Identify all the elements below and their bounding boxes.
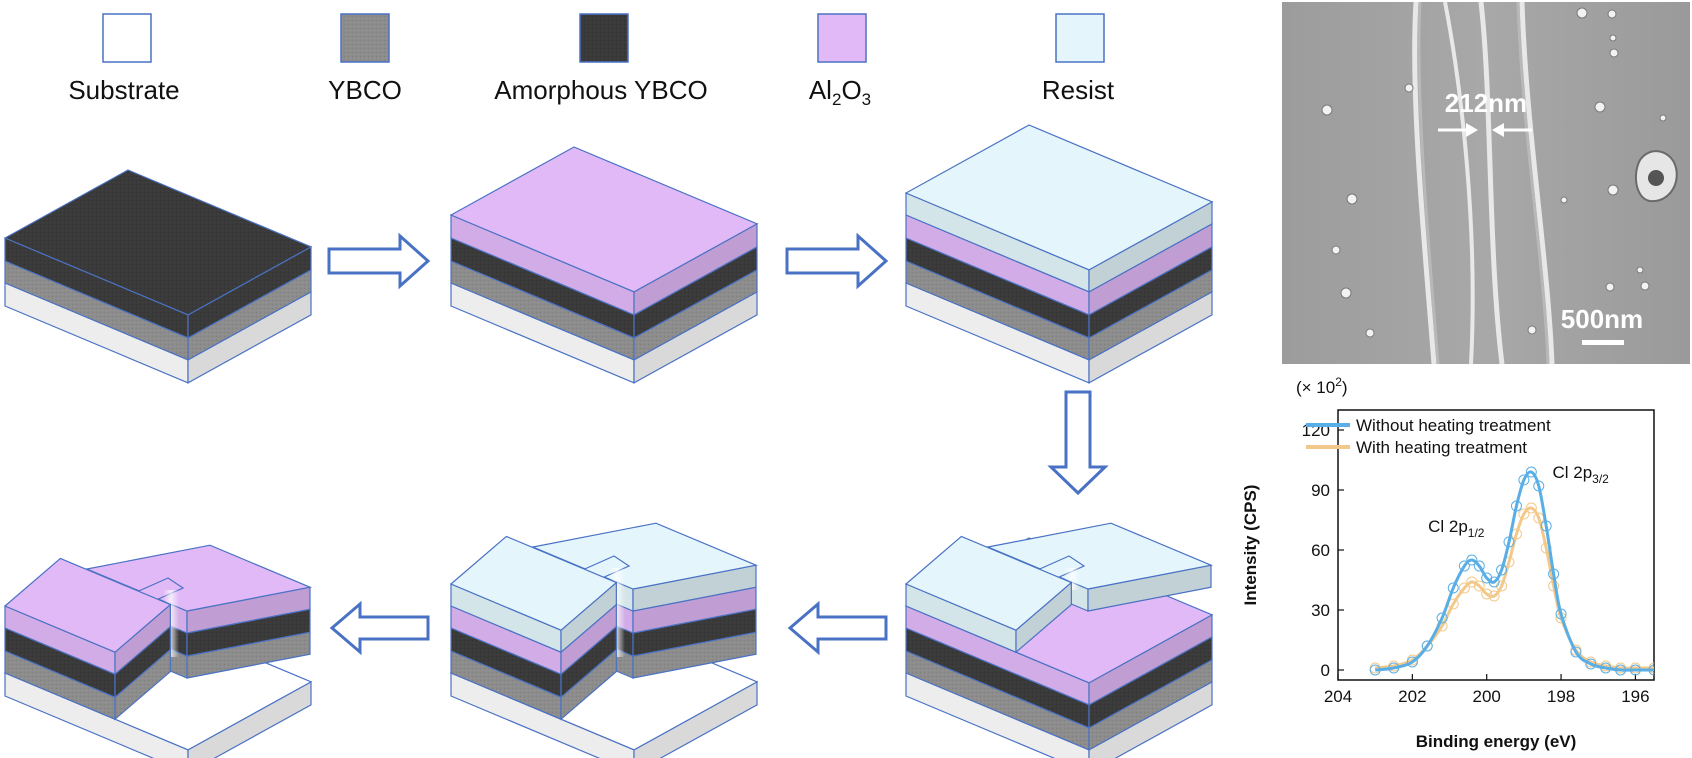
x-axis-title: Binding energy (eV) [1416, 732, 1577, 751]
stack-step4-patterned-resist [906, 523, 1212, 758]
legend-item-al2o3: Al2O3 [809, 14, 871, 109]
peak-label: Cl 2p3/2 [1552, 463, 1609, 486]
y-tick-label: 30 [1311, 601, 1330, 620]
legend-label-without-heating-treatment: Without heating treatment [1356, 416, 1551, 435]
legend-label-amorphous-ybco: Amorphous YBCO [494, 75, 707, 105]
resist-swatch [1056, 14, 1104, 62]
legend-label-ybco: YBCO [328, 75, 402, 105]
x-tick-label: 200 [1473, 687, 1501, 706]
y-tick-label: 60 [1311, 541, 1330, 560]
legend: Substrate YBCO Amorphous YBCO Al2O3 Resi… [68, 14, 1115, 109]
arrow-step1-to-step2 [329, 236, 428, 286]
x-tick-label: 202 [1398, 687, 1426, 706]
sem-scale-bar [1582, 340, 1624, 345]
ybco-swatch [341, 14, 389, 62]
sem-scale-label: 500nm [1561, 304, 1643, 334]
arrow-step3-to-step4 [1051, 392, 1105, 493]
x-tick-label: 198 [1547, 687, 1575, 706]
stack-step6-final [5, 545, 311, 758]
legend-item-resist: Resist [1042, 14, 1115, 105]
legend-label-resist: Resist [1042, 75, 1115, 105]
amorphous-ybco-swatch [580, 14, 628, 62]
y-tick-label: 0 [1321, 661, 1330, 680]
legend-label-with-heating-treatment: With heating treatment [1356, 438, 1527, 457]
legend-item-ybco: YBCO [328, 14, 402, 105]
arrow-step4-to-step5 [790, 604, 886, 652]
arrow-step5-to-step6 [332, 604, 428, 652]
y-tick-label: 90 [1311, 481, 1330, 500]
substrate-swatch [103, 14, 151, 62]
stack-step5-etched [451, 523, 757, 758]
y-axis-title: Intensity (CPS) [1241, 485, 1260, 606]
y-multiplier: (× 102) [1296, 375, 1348, 397]
series-layer [1370, 467, 1659, 675]
sem-width-label: 212nm [1445, 88, 1527, 118]
legend-label-substrate: Substrate [68, 75, 179, 105]
x-tick-label: 196 [1621, 687, 1649, 706]
process-diagram [5, 125, 1212, 758]
peak-label: Cl 2p1/2 [1428, 517, 1485, 540]
legend-label-al2o3: Al2O3 [809, 75, 871, 109]
legend-item-substrate: Substrate [68, 14, 179, 105]
series-line-with-heating-treatment [1375, 508, 1654, 668]
stack-step1-amorphous [5, 170, 311, 383]
x-tick-label: 204 [1324, 687, 1352, 706]
arrow-step2-to-step3 [787, 236, 886, 286]
legend-item-amorphous-ybco: Amorphous YBCO [494, 14, 707, 105]
stack-step3-resist [906, 125, 1212, 383]
al2o3-swatch [818, 14, 866, 62]
sem-image: 212nm 500nm [1282, 2, 1690, 364]
stack-step2-al2o3 [451, 147, 757, 383]
